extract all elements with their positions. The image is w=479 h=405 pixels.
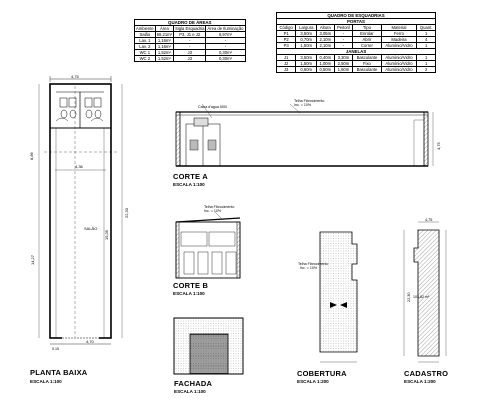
areas-table: QUADRO DE ÁREAS Ambiente Área Sigla Esqu… <box>134 19 246 62</box>
roof-note-material: Telha Fibrocimento <box>298 262 328 266</box>
window-cell: Basculante <box>352 66 382 73</box>
section-a-dim-height: 4,75 <box>436 141 441 150</box>
site-area-label: 103,82 m² <box>413 295 430 299</box>
window-cell: 0,50m <box>316 66 335 73</box>
table-row: J3 0,60m 0,50m 1,60m Basculante Alumínio… <box>275 66 436 73</box>
areas-cell: J3 <box>173 55 207 62</box>
floor-plan <box>38 76 123 345</box>
site-plan <box>403 221 447 363</box>
site-title: CADASTRO <box>404 369 449 378</box>
plan-dim-total-length: 22,30 <box>124 207 129 218</box>
plan-dim-inner-width: 4,36 <box>75 164 84 169</box>
plan-room-label: SALÃO <box>84 226 97 231</box>
plan-scale: ESCALA 1:100 <box>30 379 62 384</box>
areas-cell: 1,52m² <box>154 55 175 62</box>
plan-dim-salon-length: 19,35 <box>104 229 109 240</box>
section-b-scale: ESCALA 1:100 <box>173 291 205 296</box>
site-dim-top: 4,75 <box>425 218 432 222</box>
frames-table: QUADRO DE ESQUADRIAS PORTAS Código Largu… <box>275 12 436 73</box>
section-b <box>175 211 241 279</box>
section-b-title: CORTE B <box>173 281 209 290</box>
facade-scale: ESCALA 1:100 <box>174 389 206 394</box>
plan-dim-wet-area: 8,86 <box>29 151 34 160</box>
section-a-note-slope: Inc. = 10% <box>294 103 312 107</box>
roof-plan <box>319 231 358 363</box>
table-row: WC 2 1,52m² J3 0,30m² <box>134 55 246 62</box>
section-a-title: CORTE A <box>173 172 208 181</box>
plan-title: PLANTA BAIXA <box>30 368 88 377</box>
table-row: J1 3,50m 0,40m 3,30m Basculante Alumínio… <box>275 54 436 61</box>
plan-dim-bottom: 4,70 <box>86 339 95 344</box>
site-scale: ESCALA 1:200 <box>404 379 436 384</box>
roof-note-slope: Inc. = 10% <box>300 266 318 270</box>
plan-dim-side: 14,27 <box>30 254 35 265</box>
areas-cell: 0,30m² <box>205 55 246 62</box>
roof-title: COBERTURA <box>297 369 347 378</box>
section-a-note-tank: Caixa d'água 500l <box>198 105 227 109</box>
section-b-note-roof: Telha Fibrocimento <box>204 205 234 209</box>
plan-dim-top: 4,75 <box>71 74 80 79</box>
section-a-scale: ESCALA 1:100 <box>173 182 205 187</box>
table-row: J2 1,50m 1,00m 2,50m Fixo Alumínio/Vidro… <box>275 60 436 67</box>
facade <box>173 317 244 375</box>
section-a <box>175 103 434 167</box>
site-dim-length: 22,30 <box>407 292 411 302</box>
window-cell: J3 <box>275 66 297 73</box>
plan-dim-wall: 0,15 <box>52 347 59 351</box>
facade-title: FACHADA <box>174 379 213 388</box>
section-b-note-slope: Inc. = 10% <box>204 209 222 213</box>
window-cell: Alumínio/Vidro <box>380 66 418 73</box>
roof-scale: ESCALA 1:200 <box>297 379 329 384</box>
window-cell: 2 <box>416 66 436 73</box>
section-a-note-roof: Telha Fibrocimento <box>294 99 324 103</box>
